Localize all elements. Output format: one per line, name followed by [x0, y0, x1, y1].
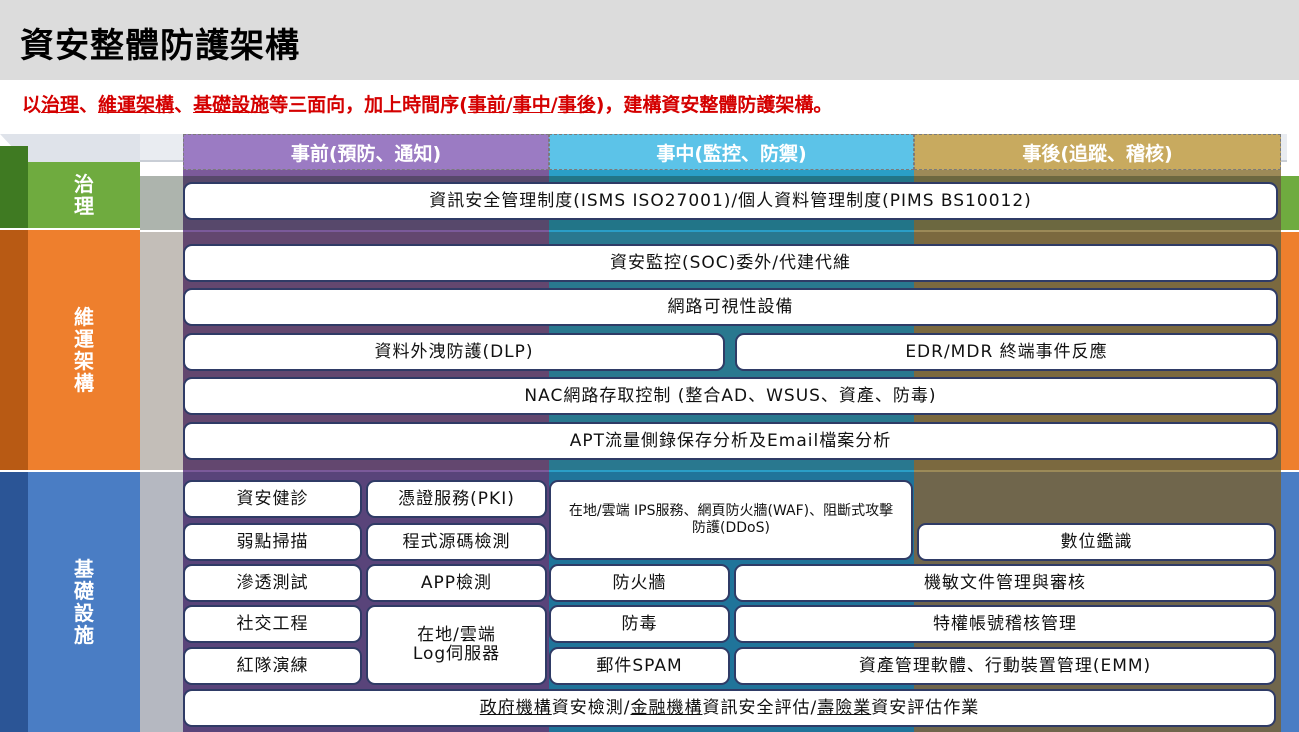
subtitle-text: 以 [22, 94, 42, 116]
category-governance: 治理 [28, 162, 140, 228]
subtitle-text: 等三面向，加上時間序( [269, 94, 468, 116]
box-nac: NAC網路存取控制 (整合AD、WSUS、資產、防毒) [183, 377, 1278, 415]
box-antivirus: 防毒 [549, 605, 730, 643]
architecture-diagram: 事前(預防、通知) 事中(監控、防禦) 事後(追蹤、稽核) 治理 維運架構 基礎… [0, 126, 1299, 732]
box-apt: APT流量側錄保存分析及Email檔案分析 [183, 422, 1278, 460]
right-strip-governance [1281, 176, 1299, 230]
subtitle-infrastructure: 基礎設施 [193, 94, 270, 116]
subtitle-text: 、 [79, 94, 99, 116]
box-doc-mgmt: 機敏文件管理與審核 [734, 564, 1276, 602]
category-operations-label: 維運架構 [74, 305, 94, 395]
assess-text: 資安檢測/ [551, 697, 631, 718]
box-social-engineering: 社交工程 [183, 605, 362, 643]
subtitle-pre: 事前 [467, 94, 506, 116]
box-forensics: 數位鑑識 [917, 523, 1276, 561]
subtitle-operations: 維運架構 [98, 94, 175, 116]
box-assessment: 政府機構資安檢測/金融機構資訊安全評估/壽險業資安評估作業 [183, 689, 1276, 727]
box-app-test: APP檢測 [366, 564, 547, 602]
box-asset-emm: 資產管理軟體、行動裝置管理(EMM) [734, 647, 1276, 685]
subtitle-text: 、 [174, 94, 194, 116]
subtitle-governance: 治理 [41, 94, 80, 116]
box-dlp: 資料外洩防護(DLP) [183, 333, 725, 371]
subtitle-post: 事後 [557, 94, 596, 116]
subtitle-text: )，建構資安整體防護架構。 [595, 94, 833, 116]
box-pentest: 滲透測試 [183, 564, 362, 602]
category-infrastructure-label: 基礎設施 [74, 557, 94, 647]
box-code-review: 程式源碼檢測 [366, 523, 547, 561]
title-bar: 資安整體防護架構 [0, 0, 1299, 80]
box-pam: 特權帳號稽核管理 [734, 605, 1276, 643]
side-face-operations [0, 230, 28, 470]
phase-header-mid: 事中(監控、防禦) [549, 134, 914, 170]
box-spam: 郵件SPAM [549, 647, 730, 685]
box-network-visibility: 網路可視性設備 [183, 288, 1278, 326]
category-operations: 維運架構 [28, 230, 140, 470]
subtitle-mid: 事中 [512, 94, 551, 116]
box-log-server: 在地/雲端 Log伺服器 [366, 605, 547, 685]
assess-government: 政府機構 [479, 697, 552, 718]
box-red-team: 紅隊演練 [183, 647, 362, 685]
assess-finance: 金融機構 [630, 697, 703, 718]
subtitle-text: / [550, 94, 558, 116]
box-edr-mdr: EDR/MDR 終端事件反應 [735, 333, 1278, 371]
box-ips-waf-ddos: 在地/雲端 IPS服務、網頁防火牆(WAF)、阻斷式攻擊防護(DDoS) [549, 480, 913, 560]
side-face-infrastructure [0, 472, 28, 732]
box-health-check: 資安健診 [183, 480, 362, 518]
phase-header-post: 事後(追蹤、稽核) [914, 134, 1281, 170]
assess-text: 資訊安全評估/ [702, 697, 818, 718]
assess-insurance: 壽險業 [817, 697, 872, 718]
right-strip-infrastructure [1281, 472, 1299, 732]
page-title: 資安整體防護架構 [20, 26, 300, 66]
box-isms-pims: 資訊安全管理制度(ISMS ISO27001)/個人資料管理制度(PIMS BS… [183, 182, 1278, 220]
assess-text: 資安評估作業 [871, 697, 980, 718]
side-face-governance [0, 146, 28, 228]
box-pki: 憑證服務(PKI) [366, 480, 547, 518]
category-governance-label: 治理 [74, 172, 94, 218]
subtitle: 以治理、維運架構、基礎設施等三面向，加上時間序(事前/事中/事後)，建構資安整體… [22, 90, 832, 117]
box-soc: 資安監控(SOC)委外/代建代維 [183, 244, 1278, 282]
category-infrastructure: 基礎設施 [28, 472, 140, 732]
subtitle-text: / [505, 94, 513, 116]
box-firewall: 防火牆 [549, 564, 730, 602]
right-strip-operations [1281, 232, 1299, 470]
box-vuln-scan: 弱點掃描 [183, 523, 362, 561]
phase-header-pre: 事前(預防、通知) [183, 134, 549, 170]
